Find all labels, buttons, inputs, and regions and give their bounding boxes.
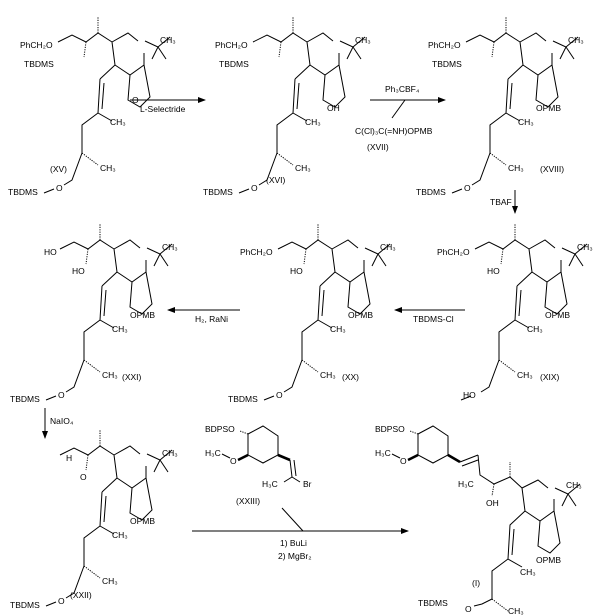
compound-xxi: HO HO CH₃ OPMB CH₃ CH₃ O TBDMS [10,223,178,404]
pmb-ether: OPMB [536,103,561,113]
reagent-tbaf: TBAF [490,197,512,207]
methyl: H₃C [458,479,474,489]
compound-xxiii: BDPSO H₃C O H₃C Br [205,424,312,489]
compound-xvi: PhCH₂O TBDMS CH₃ OH CH₃ CH₃ O TBDMS [203,16,371,197]
top-group: PhCH₂O [240,247,273,257]
compound-xxii: H O CH₃ OPMB CH₃ CH₃ O TBDMS [10,429,178,610]
methyl: CH₃ [112,324,128,334]
compound-label-xx: (XX) [342,372,359,382]
aldehyde-oxygen: O [80,472,87,482]
compound-label-xv: (XV) [50,164,67,174]
hydroxyl: HO [72,266,85,276]
compound-label-i: (I) [472,578,480,588]
methyl: CH₃ [380,242,396,252]
aldehyde-h: H [66,453,72,463]
oxygen: O [465,604,472,614]
pmb-ether: OPMB [545,310,570,320]
silyl-ether: BDPSO [205,424,235,434]
methyl: CH₃ [508,163,524,173]
silyl-group: TBDMS [8,187,38,197]
methyl: CH₃ [162,242,178,252]
hydroxyl: HO [463,390,476,400]
compound-label-xix: (XIX) [540,372,560,382]
methyl: CH₃ [566,480,582,490]
hydroxyl: HO [487,266,500,276]
methyl: CH₃ [520,567,536,577]
methyl: CH₃ [577,242,593,252]
compound-label-xxii: (XXII) [70,590,92,600]
compound-xx: PhCH₂O HO CH₃ OPMB CH₃ CH₃ O TBDMS [228,223,396,404]
top-group: PhCH₂O [437,247,470,257]
top-group: PhCH₂O [215,40,248,50]
pmb-ether: OPMB [130,310,155,320]
hydroxyl: HO [44,247,57,257]
reagent-ph3cbf4: Ph₃CBF₄ [385,84,420,94]
oxygen: O [230,456,237,466]
reagent-naio4: NaIO₄ [50,416,74,426]
methyl: CH₃ [162,448,178,458]
methyl: CH₃ [330,324,346,334]
methyl: CH₃ [320,370,336,380]
methyl: CH₃ [508,606,524,616]
hydroxyl: OH [327,103,340,113]
methyl: CH₃ [112,530,128,540]
compound-label-xvi: (XVI) [266,175,286,185]
silyl-group: TBDMS [228,394,258,404]
oxygen: O [58,390,65,400]
hydroxyl: HO [290,266,303,276]
reagent-branch-line [281,507,304,532]
compound-label-xxi: (XXI) [122,372,142,382]
methoxy-methyl: H₃C [375,448,391,458]
silyl-group: TBDMS [10,394,40,404]
pmb-ether: OPMB [348,310,373,320]
methyl: CH₃ [355,35,371,45]
silyl-group: TBDMS [418,598,448,608]
reagent-branch-line [391,99,406,119]
methyl: CH₃ [160,35,176,45]
top-group: PhCH₂O [428,40,461,50]
methyl: CH₃ [568,35,584,45]
methyl: CH₃ [305,117,321,127]
oxygen: O [56,183,63,193]
silyl-group: TBDMS [10,600,40,610]
silyl-group: TBDMS [203,187,233,197]
methyl: CH₃ [110,117,126,127]
oxygen: O [276,390,283,400]
top-group: PhCH₂O [20,40,53,50]
reagent-mgbr2: 2) MgBr₂ [278,551,312,561]
methyl: CH₃ [100,163,116,173]
compound-xviii: PhCH₂O TBDMS CH₃ OPMB CH₃ CH₃ O TBDMS [416,16,584,197]
compound-label-xviii: (XVIII) [540,164,564,174]
methoxy-methyl: H₃C [205,448,221,458]
silyl-ether: BDPSO [375,424,405,434]
compound-label-xxiii: (XXIII) [236,496,260,506]
methyl: CH₃ [527,324,543,334]
silyl-group: TBDMS [219,59,249,69]
silyl-group: TBDMS [432,59,462,69]
silyl-group: TBDMS [416,187,446,197]
hydroxyl: OH [486,498,499,508]
compound-i: BDPSO H₃C O H₃C OH CH₃ OPMB CH₃ CH₃ O TB… [375,424,582,616]
reagent-tbdms-cl: TBDMS-Cl [413,314,454,324]
reagent-label-xvii: (XVII) [367,142,389,152]
oxygen: O [251,183,258,193]
reagent-h2-rani: H₂, RaNi [195,314,228,324]
methyl: CH₃ [102,576,118,586]
methyl: CH₃ [102,370,118,380]
reagent-l-selectride: L-Selectride [140,104,186,114]
oxygen: O [464,183,471,193]
methyl: CH₃ [517,370,533,380]
pmb-ether: OPMB [130,516,155,526]
oxygen: O [58,596,65,606]
methyl: CH₃ [295,163,311,173]
silyl-group: TBDMS [24,59,54,69]
compound-xix: PhCH₂O HO CH₃ OPMB CH₃ CH₃ HO [437,223,593,401]
methyl: CH₃ [518,117,534,127]
bromine: Br [303,479,312,489]
pmb-ether: OPMB [536,555,561,565]
reagent-imidate: C(Cl)₃C(=NH)OPMB [355,126,433,136]
methyl: H₃C [262,479,278,489]
oxygen: O [400,456,407,466]
reagent-buli: 1) BuLi [280,538,307,548]
